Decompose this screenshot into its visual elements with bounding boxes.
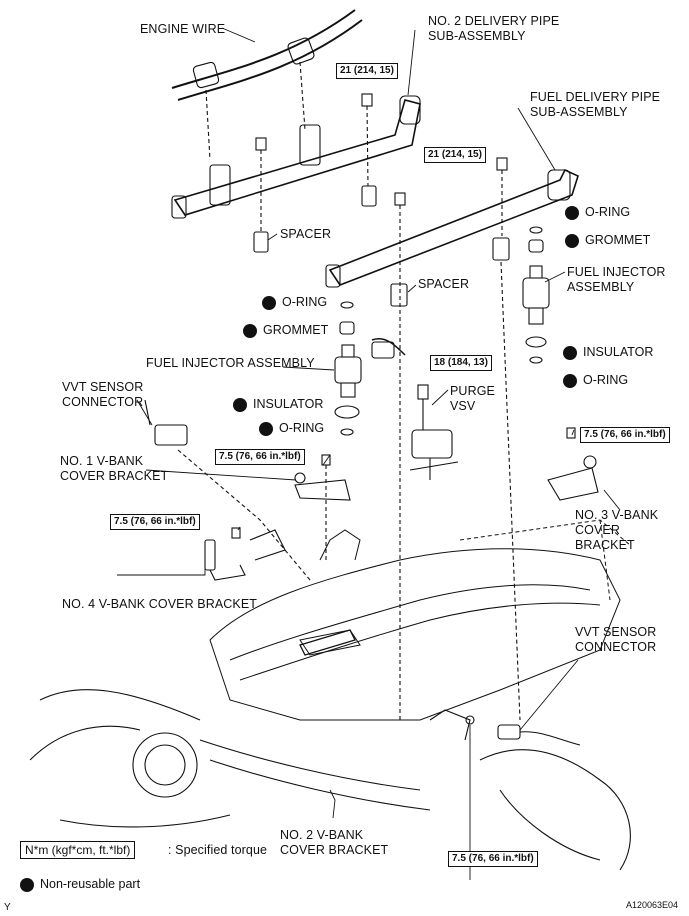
label-oring-left-top: O-RING (262, 295, 327, 310)
nonreusable-dot (563, 373, 577, 388)
label-no3-vbank-bracket: NO. 3 V-BANK COVER BRACKET (575, 508, 659, 552)
torque-no4-bracket: 7.5 (76, 66 in.*lbf) (110, 514, 200, 530)
corner-letter: Y (4, 902, 11, 913)
label-no1-vbank-bracket: NO. 1 V-BANK COVER BRACKET (60, 454, 169, 483)
no1-bracket (294, 454, 351, 560)
label-no4-vbank-bracket: NO. 4 V-BANK COVER BRACKET (62, 597, 258, 611)
intake-manifold (209, 519, 631, 721)
nonreusable-dot (259, 421, 273, 436)
label-vvt-sensor-right: VVT SENSOR CONNECTOR (575, 625, 657, 654)
torque-no1-bracket: 7.5 (76, 66 in.*lbf) (215, 449, 305, 465)
figure-id: A120063E04 (626, 900, 679, 910)
label-spacer-mid: SPACER (418, 277, 470, 291)
legend-torque-unit: N*m (kgf*cm, ft.*lbf) (20, 841, 136, 859)
torque-no3-bracket: 7.5 (76, 66 in.*lbf) (580, 427, 670, 443)
no3-bracket (547, 427, 599, 501)
nonreusable-dot (243, 323, 257, 338)
label-fuel-delivery-pipe: FUEL DELIVERY PIPE SUB-ASSEMBLY (530, 90, 661, 119)
torque-purge-vsv: 18 (184, 13) (430, 355, 492, 371)
nonreusable-dot (233, 397, 247, 412)
label-oring-right-top: O-RING (565, 205, 630, 220)
right-injector-stack (522, 226, 550, 364)
torque-no2-pipe: 21 (214, 15) (336, 63, 398, 79)
legend-nonreusable: Non-reusable part (20, 877, 140, 892)
label-engine-wire: ENGINE WIRE (140, 22, 226, 36)
label-insulator-right: INSULATOR (563, 345, 653, 360)
label-grommet-right: GROMMET (565, 233, 650, 248)
nonreusable-dot (565, 233, 579, 248)
left-injector-stack (334, 301, 406, 436)
no2-bracket (299, 629, 356, 656)
engine-wire-harness (171, 9, 363, 161)
label-fuel-injector-left: FUEL INJECTOR ASSEMBLY (146, 356, 315, 370)
nonreusable-dot (20, 877, 34, 892)
fuel-delivery-pipe (325, 157, 579, 721)
label-spacer-left: SPACER (280, 227, 332, 241)
throttle-body (29, 689, 631, 871)
label-vvt-sensor-left: VVT SENSOR CONNECTOR (62, 380, 144, 409)
label-oring-left-bottom: O-RING (259, 421, 324, 436)
nonreusable-dot (565, 205, 579, 220)
nonreusable-dot (262, 295, 276, 310)
torque-fuel-pipe: 21 (214, 15) (424, 147, 486, 163)
legend-torque-text: : Specified torque (168, 843, 268, 857)
label-grommet-left: GROMMET (243, 323, 328, 338)
no4-bracket (204, 527, 286, 581)
no2-pipe-bolts (253, 93, 377, 253)
label-insulator-left: INSULATOR (233, 397, 323, 412)
label-no2-vbank-bracket: NO. 2 V-BANK COVER BRACKET (280, 828, 389, 857)
vvt-connector-right (497, 724, 581, 746)
label-purge-vsv: PURGE VSV (450, 384, 495, 413)
torque-bottom: 7.5 (76, 66 in.*lbf) (448, 851, 538, 867)
label-no2-delivery-pipe: NO. 2 DELIVERY PIPE SUB-ASSEMBLY (428, 14, 560, 43)
label-fuel-injector-right: FUEL INJECTOR ASSEMBLY (567, 265, 666, 294)
label-oring-right-bottom: O-RING (563, 373, 628, 388)
leader-lines (117, 27, 621, 880)
purge-vsv (409, 384, 459, 480)
nonreusable-dot (563, 345, 577, 360)
no2-delivery-pipe (171, 95, 421, 219)
